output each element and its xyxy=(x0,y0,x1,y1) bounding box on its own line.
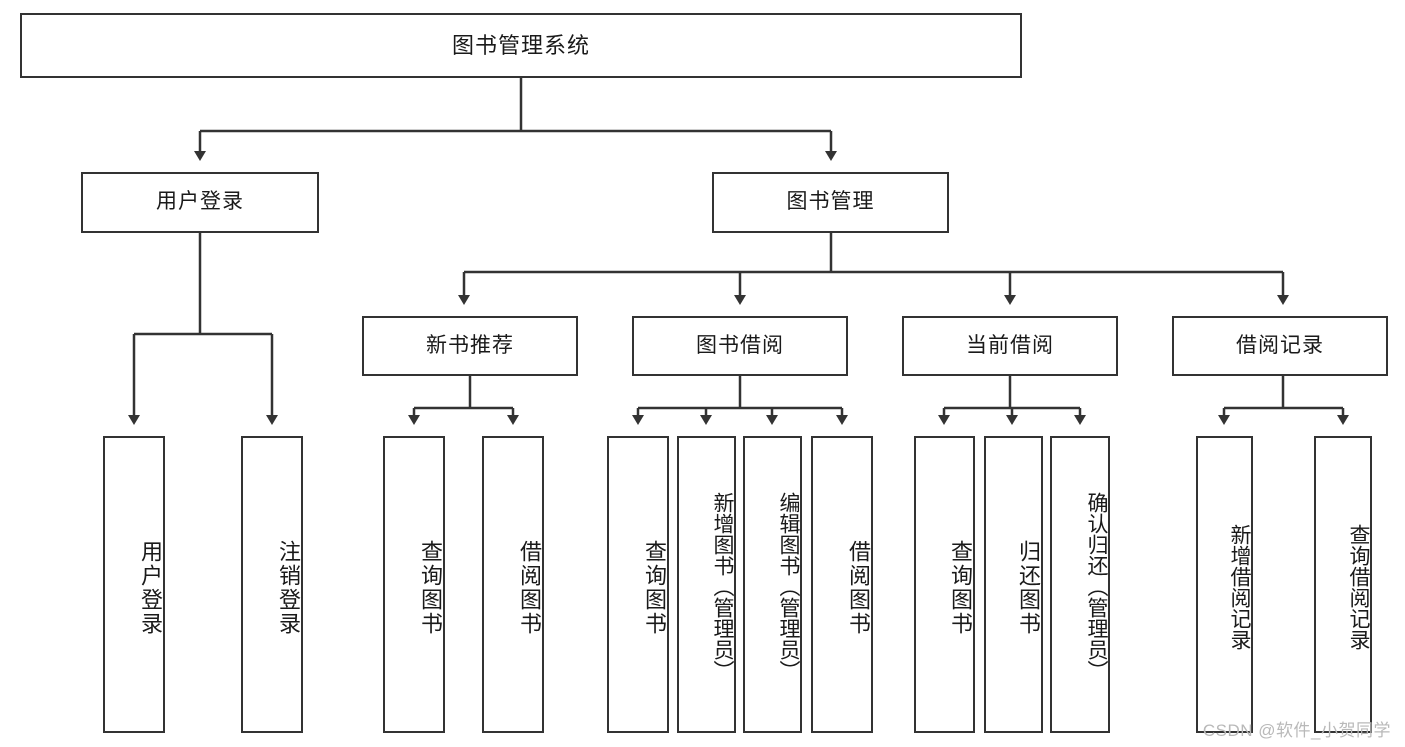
watermark-text: CSDN @软件_小贺同学 xyxy=(1202,721,1391,740)
leaf-book-borrow-add-book[interactable]: 新增图书（管理员） xyxy=(677,436,736,733)
leaf-new-book-query-book[interactable]: 查询图书 xyxy=(383,436,445,733)
leaf-current-borrow-confirm-return[interactable]: 确认归还（管理员） xyxy=(1050,436,1110,733)
leaf-borrow-record-query-record[interactable]: 查询借阅记录 xyxy=(1314,436,1372,733)
leaf-new-book-borrow-book[interactable]: 借阅图书 xyxy=(482,436,544,733)
leaf-current-borrow-query-book[interactable]: 查询图书 xyxy=(914,436,975,733)
leaf-book-borrow-borrow-book[interactable]: 借阅图书 xyxy=(811,436,873,733)
leaf-user-login-login[interactable]: 用户登录 xyxy=(103,436,165,733)
node-current-borrow[interactable]: 当前借阅 xyxy=(902,316,1118,376)
node-book-management[interactable]: 图书管理 xyxy=(712,172,949,233)
leaf-current-borrow-return-book[interactable]: 归还图书 xyxy=(984,436,1043,733)
node-root-system[interactable]: 图书管理系统 xyxy=(20,13,1022,78)
node-new-book-recommendation[interactable]: 新书推荐 xyxy=(362,316,578,376)
leaf-user-login-logout[interactable]: 注销登录 xyxy=(241,436,303,733)
node-borrow-record[interactable]: 借阅记录 xyxy=(1172,316,1388,376)
leaf-book-borrow-query-book[interactable]: 查询图书 xyxy=(607,436,669,733)
leaf-book-borrow-edit-book[interactable]: 编辑图书（管理员） xyxy=(743,436,802,733)
node-user-login[interactable]: 用户登录 xyxy=(81,172,319,233)
leaf-borrow-record-add-record[interactable]: 新增借阅记录 xyxy=(1196,436,1253,733)
node-book-borrow[interactable]: 图书借阅 xyxy=(632,316,848,376)
